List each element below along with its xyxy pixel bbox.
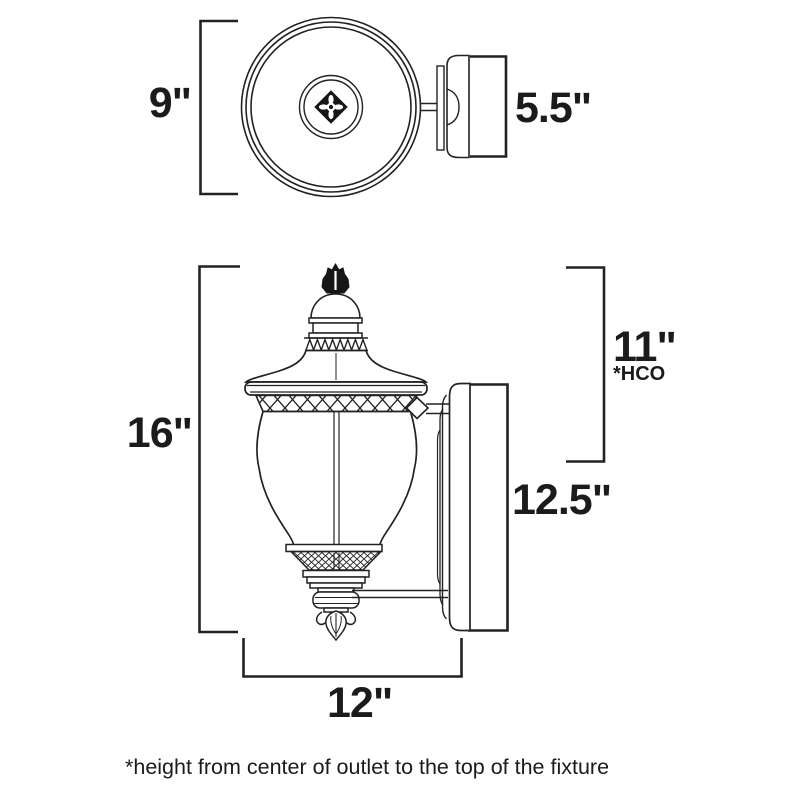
top-view-drawing	[199, 16, 508, 198]
glass-body	[256, 410, 418, 546]
lower-arm	[352, 589, 448, 599]
bottom-cone	[285, 543, 383, 613]
front-view-drawing	[198, 263, 606, 678]
dimension-bracket-9	[199, 19, 238, 196]
dim-label-16: 16"	[126, 409, 193, 457]
dimension-bracket-16	[198, 265, 240, 634]
bottom-finial-icon	[315, 610, 357, 642]
dim-label-9: 9"	[148, 79, 192, 127]
finial-rosette-icon	[314, 90, 348, 124]
dim-label-11: 11"	[613, 323, 677, 371]
backplate-top-view	[436, 54, 470, 159]
dimension-bracket-12	[242, 638, 463, 678]
footnote-text: *height from center of outlet to the top…	[125, 755, 610, 779]
lantern-top-view	[240, 16, 422, 198]
hco-note-label: *HCO	[613, 363, 666, 385]
mount-arm-top-view	[420, 102, 438, 112]
backplate-front-view	[436, 382, 471, 632]
dim-label-12-5: 12.5"	[512, 476, 612, 524]
lantern-cap	[308, 293, 363, 339]
dim-label-12: 12"	[327, 679, 393, 727]
dimension-bracket-12-5	[468, 383, 509, 632]
roof-lattice-band	[254, 394, 419, 413]
dimension-bracket-5-5	[470, 55, 508, 158]
dim-label-5-5: 5.5"	[515, 84, 592, 132]
dimension-bracket-11	[566, 266, 606, 463]
top-finial-icon	[321, 263, 350, 294]
lantern-roof	[243, 349, 429, 413]
zigzag-band	[304, 337, 368, 353]
upper-arm	[405, 396, 450, 420]
